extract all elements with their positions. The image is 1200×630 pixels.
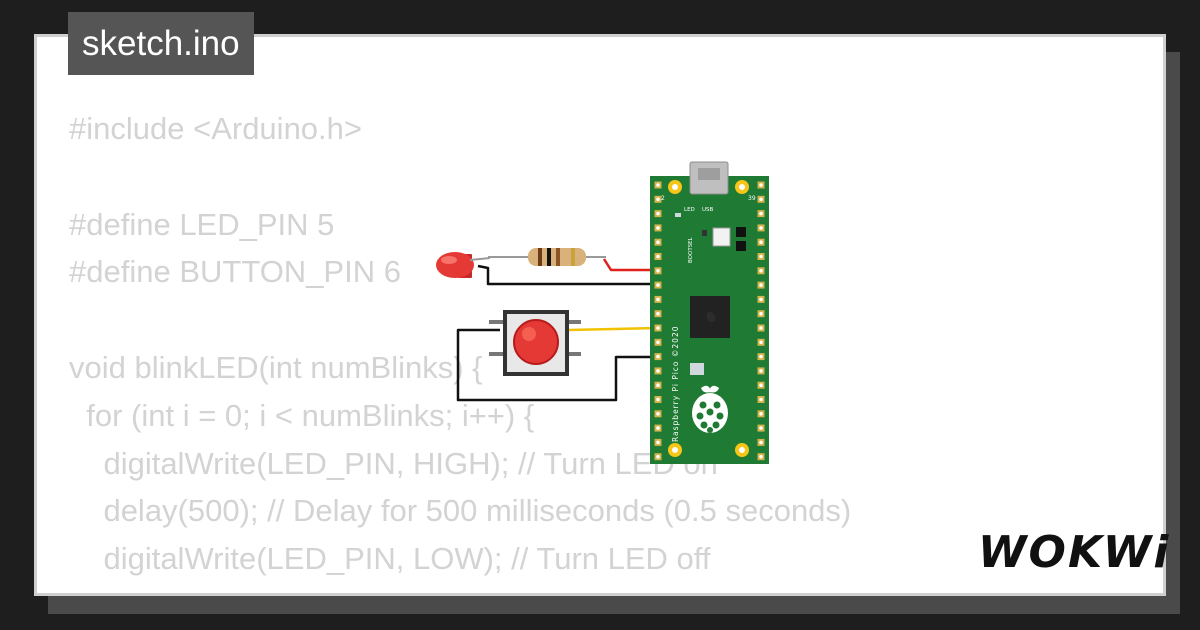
chip-logo [706, 311, 716, 323]
wire-red [602, 258, 660, 272]
pin-header-right [757, 181, 765, 461]
pin-hole [656, 340, 660, 345]
button-leg-3 [567, 320, 581, 324]
mount-hole-3-center [672, 447, 678, 453]
pin-hole [759, 183, 763, 187]
file-tab[interactable]: sketch.ino [68, 12, 254, 75]
smd-chip-1 [736, 227, 746, 237]
led-body [436, 252, 474, 278]
pin-label-2: 2 [661, 195, 665, 202]
board-vertical-text: Raspberry Pi Pico ©2020 [671, 326, 680, 443]
bootsel-button[interactable] [712, 227, 731, 247]
pin-hole [759, 254, 763, 259]
raspberry-logo-icon [692, 385, 728, 433]
onboard-led [675, 213, 681, 217]
code-line-10: digitalWrite(LED_PIN, LOW); // Turn LED … [69, 541, 711, 577]
wokwi-logo: WOKWi [978, 527, 1171, 578]
pin-hole [656, 197, 660, 202]
mount-hole-2-center [739, 184, 745, 190]
pin-label-39: 39 [748, 195, 756, 202]
pin-hole [759, 311, 763, 316]
pin-hole [759, 283, 763, 287]
pin-hole [656, 426, 660, 430]
pin-hole [759, 197, 763, 202]
code-line-1: #include <Arduino.h> [69, 111, 363, 146]
pin-hole [656, 311, 660, 316]
pin-hole [759, 440, 763, 445]
pin-hole [759, 211, 763, 216]
pin-hole [759, 354, 763, 359]
usb-port [698, 168, 720, 180]
pin-hole [656, 240, 660, 244]
smd-part-1 [702, 230, 707, 236]
pin-hole [656, 211, 660, 216]
mount-hole-4-center [739, 447, 745, 453]
wire-yellow [568, 300, 662, 332]
code-line-9: delay(500); // Delay for 500 millisecond… [69, 493, 852, 529]
pin-hole [759, 369, 763, 373]
pin-hole [656, 326, 660, 330]
wire-black-button-left [456, 328, 660, 402]
wire-black-led [477, 264, 660, 286]
smd-chip-2 [736, 241, 746, 251]
pin-hole [656, 354, 660, 359]
pin-header-left [654, 181, 662, 461]
mount-hole-1-center [672, 184, 678, 190]
resistor-band-3 [556, 248, 560, 266]
pin-hole [656, 369, 660, 373]
resistor-band-4 [571, 248, 575, 266]
led-highlight [441, 256, 457, 264]
pin-hole [759, 412, 763, 416]
pin-hole [759, 426, 763, 430]
pin-hole [759, 454, 763, 459]
button-leg-2 [489, 352, 503, 356]
button-leg-1 [489, 320, 503, 324]
pin-hole [656, 454, 660, 459]
resistor-band-2 [547, 248, 551, 266]
pin-hole [656, 226, 660, 230]
resistor-band-1 [538, 248, 542, 266]
pin-hole [759, 226, 763, 230]
code-line-11: delay(500); // Delay for 500 millisecond… [69, 583, 851, 593]
pin-hole [759, 269, 763, 273]
pin-hole [656, 269, 660, 273]
usb-label: USB [702, 207, 714, 213]
pico-board[interactable]: 2 39 LED USB BOOTSEL Raspberry Pi Pico ©… [650, 161, 769, 464]
pin-hole [759, 297, 763, 302]
resistor-component[interactable] [488, 248, 606, 266]
pin-hole [656, 440, 660, 445]
button-cap [513, 319, 559, 365]
pin-hole [656, 183, 660, 187]
pin-hole [759, 383, 763, 388]
pin-hole [759, 397, 763, 402]
code-line-4: #define BUTTON_PIN 6 [69, 254, 401, 290]
pin-hole [656, 412, 660, 416]
led-component[interactable] [436, 252, 491, 278]
pushbutton-component[interactable] [489, 310, 581, 376]
pin-hole [656, 383, 660, 388]
button-leg-4 [567, 352, 581, 356]
smd-part-2 [690, 363, 704, 375]
pin-hole [656, 397, 660, 402]
preview-card: #include <Arduino.h> #define LED_PIN 5 #de… [34, 34, 1166, 596]
code-preview: #include <Arduino.h> #define LED_PIN 5 #de… [69, 105, 852, 593]
pin-hole [759, 340, 763, 345]
bootsel-label: BOOTSEL [688, 236, 694, 263]
code-line-3: #define LED_PIN 5 [69, 206, 335, 242]
led-leg-anode [469, 257, 491, 261]
button-highlight [522, 327, 536, 341]
pin-hole [656, 283, 660, 287]
pin-hole [759, 240, 763, 244]
pin-hole [656, 254, 660, 259]
pin-hole [656, 297, 660, 302]
code-line-6: void blinkLED(int numBlinks) { [69, 349, 483, 385]
pin-hole [759, 326, 763, 330]
led-label: LED [684, 207, 695, 213]
code-line-7: for (int i = 0; i < numBlinks; i++) { [69, 397, 535, 433]
